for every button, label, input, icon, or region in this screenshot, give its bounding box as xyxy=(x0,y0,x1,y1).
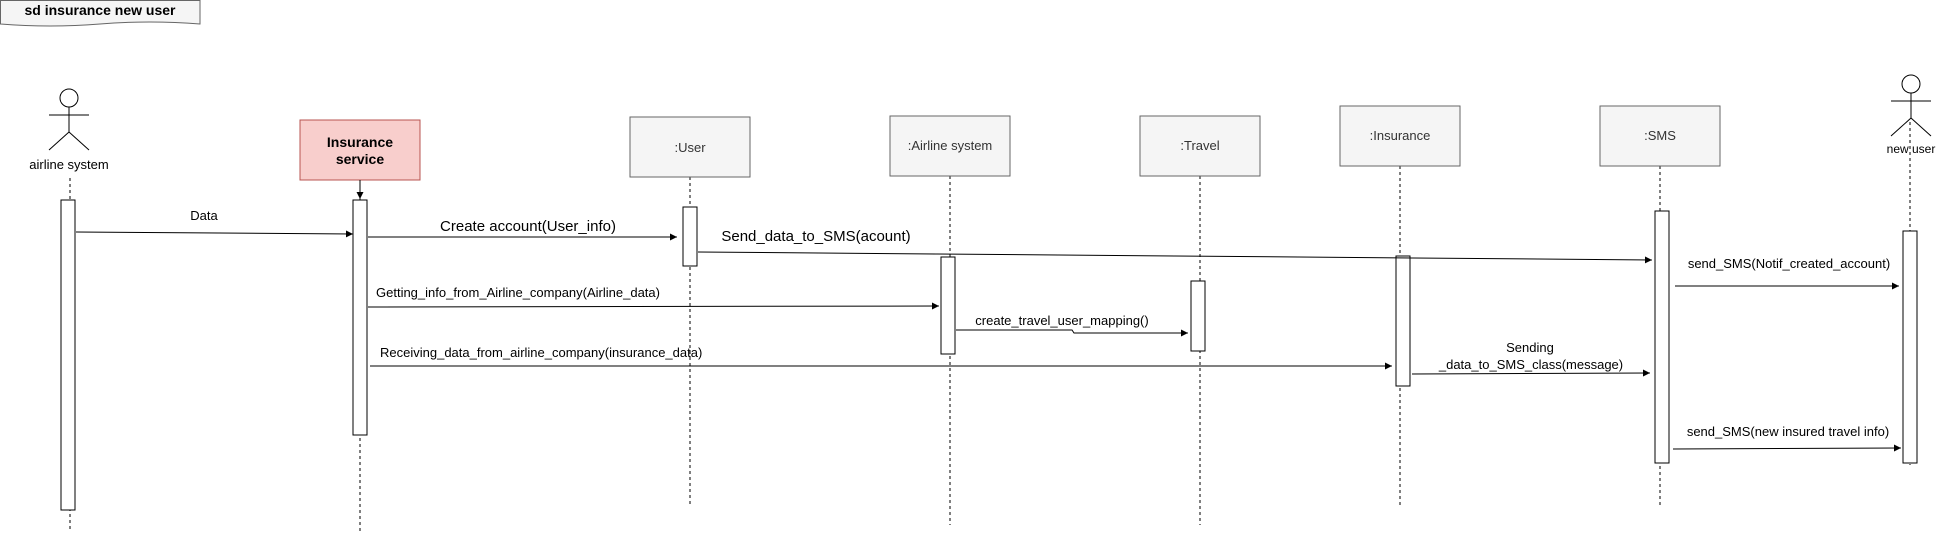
actor-new-user-label: new user xyxy=(1887,142,1936,156)
object-travel: :Travel xyxy=(1139,115,1261,177)
insurance-label: :Insurance xyxy=(1370,128,1431,143)
activation-new-user xyxy=(1902,230,1918,464)
msg-create-account-label: Create account(User_info) xyxy=(440,218,616,235)
airline-system-object-label: :Airline system xyxy=(908,138,993,153)
msg-send-sms-notif-label: send_SMS(Notif_created_account) xyxy=(1688,256,1890,271)
msg-create-mapping-label: create_travel_user_mapping() xyxy=(975,313,1148,328)
activation-insurance-service xyxy=(352,199,368,436)
msg-getting-info-arrow xyxy=(367,302,940,310)
msg-send-data-to-sms-label: Send_data_to_SMS(acount) xyxy=(721,228,910,245)
actor-new-user: new user xyxy=(1887,74,1936,156)
object-user: :User xyxy=(629,116,751,178)
activation-user xyxy=(682,206,698,267)
object-insurance: :Insurance xyxy=(1339,105,1461,167)
msg-sending-label-1: Sending xyxy=(1506,340,1554,355)
msg-send-data-to-sms-arrow xyxy=(697,251,1653,264)
object-sms: :SMS xyxy=(1599,105,1721,167)
actor-head-icon xyxy=(1901,74,1921,94)
msg-getting-info-label: Getting_info_from_Airline_company(Airlin… xyxy=(376,285,660,300)
activation-insurance xyxy=(1395,255,1411,387)
msg-send-sms-travel-label: send_SMS(new insured travel info) xyxy=(1687,424,1889,439)
activation-airline-system xyxy=(60,199,76,511)
frame-label: sd insurance new user xyxy=(0,0,201,27)
frame-title: sd insurance new user xyxy=(25,2,176,18)
msg-sending-data-arrow xyxy=(1411,369,1651,377)
actor-airline-system: airline system xyxy=(29,88,109,172)
activation-travel xyxy=(1190,280,1206,352)
travel-label: :Travel xyxy=(1180,138,1219,153)
sms-label: :SMS xyxy=(1644,128,1676,143)
msg-receiving-data-label: Receiving_data_from_airline_company(insu… xyxy=(380,345,702,360)
insurance-service-label-1: Insurance xyxy=(327,134,393,150)
msg-sending-label-2: _data_to_SMS_class(message) xyxy=(1438,357,1623,372)
actor-head-icon xyxy=(59,88,79,108)
object-airline-system: :Airline system xyxy=(889,115,1011,177)
msg-data-label: Data xyxy=(190,208,218,223)
msg-data-arrow xyxy=(75,230,354,238)
user-label: :User xyxy=(674,140,706,155)
activation-sms xyxy=(1654,210,1670,464)
insurance-service-label-2: service xyxy=(336,151,384,167)
actor-airline-label: airline system xyxy=(29,157,108,172)
msg-send-sms-travel-arrow xyxy=(1672,444,1902,452)
object-insurance-service: Insurance service xyxy=(299,119,421,181)
msg-create-mapping-arrow xyxy=(956,329,1188,337)
activation-airline-object xyxy=(940,256,956,355)
